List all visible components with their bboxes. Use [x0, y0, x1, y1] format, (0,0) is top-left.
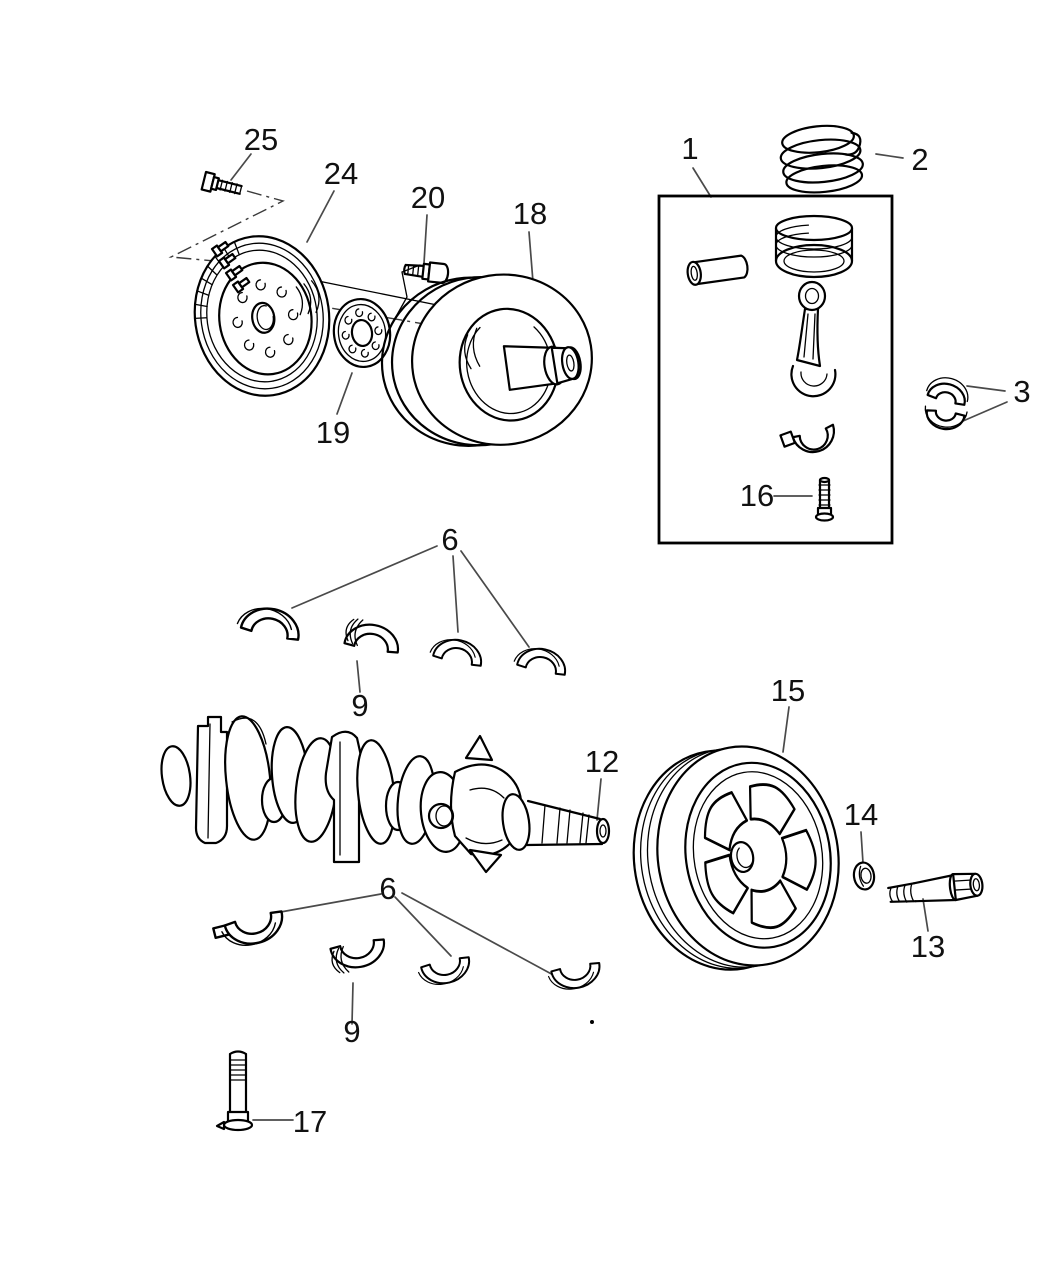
- spacer-holes: [341, 308, 383, 358]
- callout-19: 19: [316, 415, 350, 450]
- callout-6-lower: 6: [379, 871, 396, 906]
- main-bearing-upper-1: [236, 607, 300, 641]
- converter-bolt: [403, 261, 450, 284]
- flywheel-bolt-zigzag-leader: [168, 190, 285, 263]
- callout-16: 16: [740, 478, 774, 513]
- crankshaft-pulley: [632, 745, 840, 971]
- callout-6-upper: 6: [441, 522, 458, 557]
- main-bearing-lower-flanged: [329, 938, 386, 974]
- callout-1: 1: [681, 131, 698, 166]
- flywheel-bolt-cluster: [210, 240, 251, 294]
- callout-24: 24: [324, 156, 358, 191]
- callout-labels: 1 2 3 6 9 12 13 14 15 16 17 18 19 20 24 …: [244, 122, 1031, 1139]
- piston-pin: [686, 254, 749, 286]
- callout-3: 3: [1013, 374, 1030, 409]
- callout-13: 13: [911, 929, 945, 964]
- callout-9-lower: 9: [343, 1014, 360, 1049]
- callout-17: 17: [293, 1104, 327, 1139]
- center-axis-line: [276, 298, 561, 348]
- converter-hub: [502, 345, 582, 391]
- flywheel-bolt-holes: [232, 279, 299, 358]
- main-bearing-upper-flanged: [343, 618, 400, 654]
- piston-assembly-box: [657, 194, 894, 545]
- flywheel: [193, 235, 331, 397]
- main-bearing-lower-3: [418, 956, 471, 986]
- pulley-washer: [852, 861, 876, 891]
- piston: [774, 214, 854, 279]
- callout-9-upper: 9: [351, 688, 368, 723]
- callout-18: 18: [513, 196, 547, 231]
- main-bearing-upper-3: [429, 638, 483, 667]
- callout-20: 20: [411, 180, 445, 215]
- flywheel-bolt: [200, 170, 243, 195]
- spacer-plate: [332, 298, 392, 368]
- main-bearing-lower-4: [548, 962, 601, 990]
- callout-2: 2: [911, 142, 928, 177]
- break-zigzag: [392, 264, 421, 323]
- pulley-spoke-cutouts: [703, 783, 817, 930]
- rod-bolt: [814, 476, 835, 522]
- crankshaft: [160, 715, 611, 874]
- main-bearing-lower-1: [212, 910, 284, 946]
- callout-25: 25: [244, 122, 278, 157]
- stray-dot: [590, 1020, 594, 1024]
- rod-bearing-set: [924, 377, 969, 431]
- crank-bolt: [215, 1050, 254, 1132]
- callout-15: 15: [771, 673, 805, 708]
- callout-14: 14: [844, 797, 878, 832]
- piston-ring-package: [779, 124, 864, 194]
- connecting-rod: [790, 280, 837, 398]
- callout-12: 12: [585, 744, 619, 779]
- pulley-bolt: [887, 872, 984, 903]
- rod-bearing-shell: [779, 423, 835, 454]
- leader-lines: [230, 153, 1008, 1121]
- crankshaft-snout: [525, 799, 611, 847]
- torque-converter: [380, 273, 593, 447]
- main-bearing-upper-4: [513, 647, 567, 676]
